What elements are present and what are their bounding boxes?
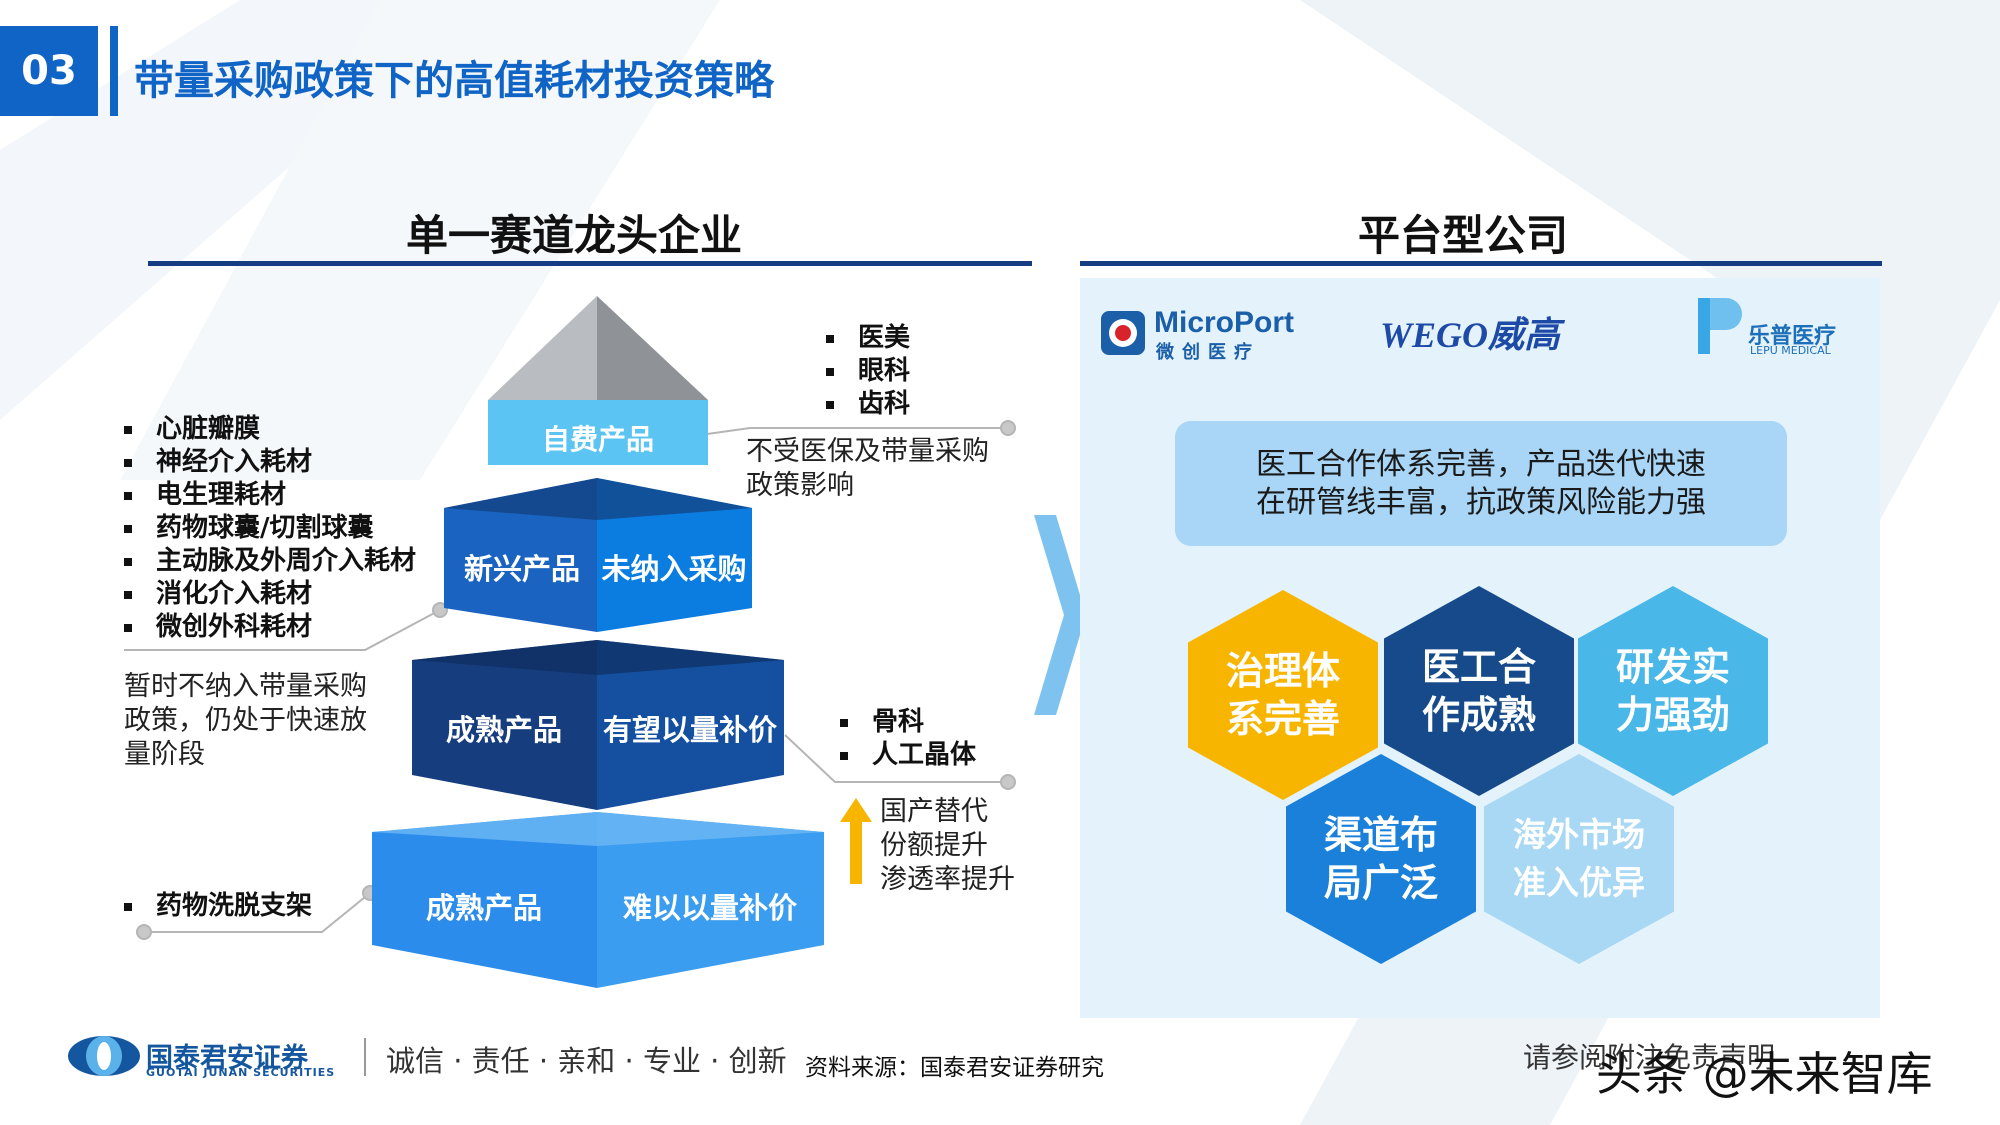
pyramid-top-label: 自费产品: [541, 423, 654, 456]
list-item: 药物洗脱支架: [120, 890, 312, 923]
growth-note: 国产替代 份额提升 渗透率提升: [880, 796, 1015, 895]
footer-disclaimer: 请参阅附注免责声明: [1523, 1041, 1776, 1074]
pyramid-level3-right: 有望以量补价: [602, 713, 777, 747]
microport-logo: MicroPort 微创医疗: [1100, 306, 1320, 363]
list-item: 人工晶体: [836, 739, 976, 772]
list-item: 神经介入耗材: [120, 446, 416, 479]
pyramid-level3-left: 成熟产品: [445, 713, 562, 747]
left-product-list: 心脏瓣膜 神经介入耗材 电生理耗材 药物球囊/切割球囊 主动脉及外周介入耗材 消…: [120, 413, 416, 644]
page-title: 带量采购政策下的高值耗材投资策略: [134, 58, 774, 104]
up-arrow-icon: [840, 798, 872, 884]
left-heading-underline: [148, 261, 1032, 266]
microport-mark-icon: [1101, 311, 1145, 355]
left-heading: 单一赛道龙头企业: [406, 211, 743, 260]
list-item: 消化介入耗材: [120, 578, 416, 611]
pyramid-level2-right: 未纳入采购: [601, 552, 747, 586]
list-item: 药物球囊/切割球囊: [120, 512, 416, 545]
platform-callout: 医工合作体系完善，产品迭代快速 在研管线丰富，抗政策风险能力强: [1175, 421, 1787, 546]
footer-divider: [364, 1038, 366, 1076]
list-item: 眼科: [822, 355, 910, 388]
list-item: 微创外科耗材: [120, 611, 416, 644]
list-item: 骨科: [836, 706, 976, 739]
footer-motto: 诚信 · 责任 · 亲和 · 专业 · 创新: [386, 1044, 787, 1078]
list-item: 心脏瓣膜: [120, 413, 416, 446]
header-divider: [110, 26, 118, 116]
pyramid-level2-left: 新兴产品: [463, 552, 580, 586]
pyramid-level4-left: 成熟产品: [425, 891, 542, 925]
list-item: 主动脉及外周介入耗材: [120, 545, 416, 578]
pyramid-level4-right: 难以以量补价: [622, 891, 797, 925]
gtja-logo-icon: [68, 1036, 140, 1076]
wego-logo: WEGO威高: [1380, 315, 1561, 355]
self-pay-note: 不受医保及带量采购 政策影响: [746, 436, 989, 501]
footer-company-name: 国泰君安证券: [146, 1043, 308, 1074]
lepu-logo: 乐普医疗 LEPU MEDICAL: [1696, 292, 1856, 362]
lepu-mark-icon: [1698, 298, 1742, 354]
footer-company-en: GUOTAI JUNAN SECURITIES: [146, 1066, 336, 1079]
list-item: 齿科: [822, 388, 910, 421]
footer-source: 资料来源：国泰君安证券研究: [805, 1055, 1104, 1081]
section-number: 03: [0, 26, 98, 116]
volume-price-list: 骨科 人工晶体: [836, 706, 976, 772]
right-heading-underline: [1080, 261, 1882, 266]
watermark-text: 头条 @未来智库: [1596, 1047, 1933, 1101]
des-list: 药物洗脱支架: [120, 890, 312, 923]
right-heading: 平台型公司: [1358, 211, 1569, 260]
list-item: 电生理耗材: [120, 479, 416, 512]
self-pay-list: 医美 眼科 齿科: [822, 322, 910, 421]
list-item: 医美: [822, 322, 910, 355]
left-note: 暂时不纳入带量采购 政策，仍处于快速放 量阶段: [124, 671, 367, 770]
